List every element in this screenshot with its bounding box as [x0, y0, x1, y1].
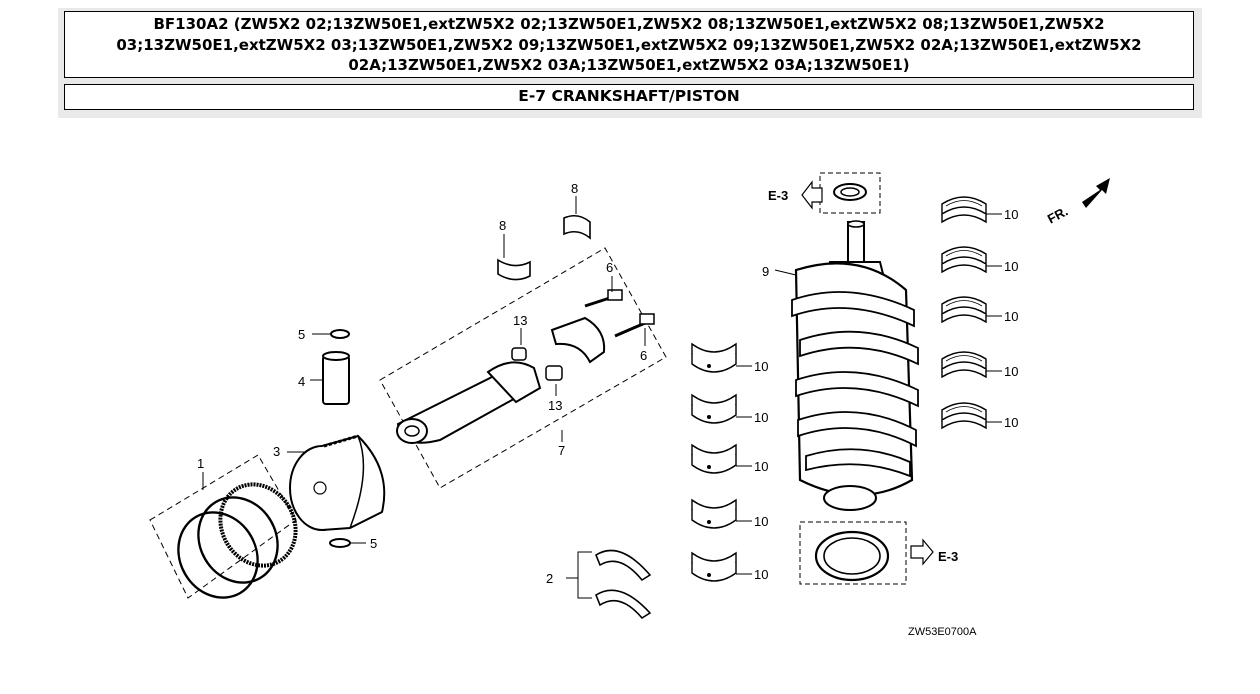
callout-10-left-2: 10: [754, 410, 768, 425]
main-bearings-right: [941, 196, 1002, 429]
reference-e3-bottom[interactable]: E-3: [938, 549, 958, 564]
callout-8-right: 8: [571, 181, 578, 196]
thrust-washers: [566, 549, 652, 620]
main-bearings-left: [691, 343, 752, 582]
oil-seal-bottom: [799, 521, 934, 585]
diagram-code: ZW53E0700A: [908, 626, 977, 638]
crankshaft: [774, 220, 919, 511]
callout-9: 9: [762, 264, 769, 279]
callout-3: 3: [273, 444, 280, 459]
callout-5-top: 5: [298, 327, 305, 342]
callout-10-right-4: 10: [1004, 364, 1018, 379]
callout-8-left: 8: [499, 218, 506, 233]
rod-bearing-upper: [497, 234, 531, 281]
piston-ring-group: [149, 454, 298, 599]
callout-10-right-3: 10: [1004, 309, 1018, 324]
piston-pin-clip-top: [312, 329, 350, 339]
callout-10-right-5: 10: [1004, 415, 1018, 430]
callout-6-bottom: 6: [640, 348, 647, 363]
callout-10-left-4: 10: [754, 514, 768, 529]
callout-10-right-1: 10: [1004, 207, 1018, 222]
callout-7: 7: [558, 443, 565, 458]
rod-bearing-lower: [563, 196, 591, 240]
model-applicability-text: BF130A2 (ZW5X2 02;13ZW50E1,extZW5X2 02;1…: [64, 11, 1194, 78]
front-direction-label: FR.: [1045, 203, 1071, 226]
callout-10-left-1: 10: [754, 359, 768, 374]
callout-6-top: 6: [606, 260, 613, 275]
connecting-rod-group: [379, 247, 667, 489]
piston-pin-clip-bottom: [329, 538, 366, 548]
callout-10-left-3: 10: [754, 459, 768, 474]
callout-2: 2: [546, 571, 553, 586]
section-title: E-7 CRANKSHAFT/PISTON: [64, 84, 1194, 110]
callout-10-left-5: 10: [754, 567, 768, 582]
front-direction-arrow-icon: [1082, 178, 1110, 208]
callout-10-right-2: 10: [1004, 259, 1018, 274]
callout-4: 4: [298, 374, 305, 389]
piston-pin: [310, 351, 350, 405]
piston: [287, 434, 386, 531]
oil-seal-top: [801, 172, 881, 214]
callout-13-top: 13: [513, 313, 527, 328]
callout-1: 1: [197, 456, 204, 471]
callout-13-bottom: 13: [548, 398, 562, 413]
reference-e3-top[interactable]: E-3: [768, 188, 788, 203]
callout-5-bottom: 5: [370, 536, 377, 551]
